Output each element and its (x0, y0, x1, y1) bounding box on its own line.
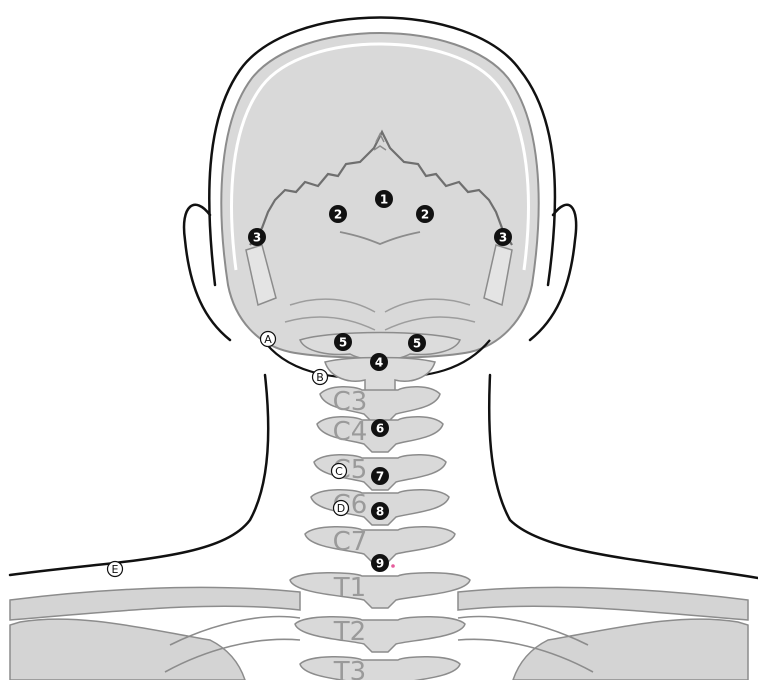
vertebra-label-c4: C4 (333, 417, 368, 447)
point-3-right-marker: 3 (494, 228, 512, 246)
point-2-right-marker: 2 (416, 205, 434, 223)
point-6-label: 6 (376, 422, 384, 436)
point-4-marker: 4 (370, 353, 388, 371)
point-a-marker: A (261, 332, 276, 347)
point-8-marker: 8 (371, 502, 389, 520)
point-b-marker: B (313, 370, 328, 385)
point-e-label: E (112, 563, 119, 576)
point-1-label: 1 (380, 193, 388, 207)
vertebra-t1 (290, 573, 470, 608)
point-3-left-label: 3 (253, 231, 261, 245)
vertebra-label-t3: T3 (333, 657, 366, 680)
point-b-label: B (316, 371, 324, 384)
point-3-right-label: 3 (499, 231, 507, 245)
point-c-marker: C (332, 464, 347, 479)
vertebra-label-t1: T1 (333, 573, 366, 603)
point-a-label: A (264, 333, 272, 346)
point-5-left-marker: 5 (334, 333, 352, 351)
point-3-left-marker: 3 (248, 228, 266, 246)
point-d-label: D (337, 502, 345, 515)
point-7-marker: 7 (371, 467, 389, 485)
right-clavicle (458, 587, 748, 620)
highlight-streak (392, 560, 440, 563)
point-d-marker: D (334, 501, 349, 516)
point-c-label: C (335, 465, 343, 478)
left-clavicle (10, 587, 300, 620)
point-6-marker: 6 (371, 419, 389, 437)
vertebra-t3 (300, 657, 460, 680)
point-5-left-label: 5 (339, 336, 347, 350)
point-9-label: 9 (376, 557, 384, 571)
point-e-marker: E (108, 562, 123, 577)
point-8-label: 8 (376, 505, 384, 519)
vertebra-label-c3: C3 (333, 387, 368, 417)
point-4-label: 4 (375, 356, 383, 370)
point-5-right-marker: 5 (408, 334, 426, 352)
pink-mark (391, 564, 395, 568)
vertebra-t2 (295, 617, 465, 652)
point-5-right-label: 5 (413, 337, 421, 351)
point-9-marker: 9 (371, 554, 389, 572)
point-2-left-marker: 2 (329, 205, 347, 223)
vertebra-label-t2: T2 (333, 617, 366, 647)
point-7-label: 7 (376, 470, 384, 484)
point-2-right-label: 2 (421, 208, 429, 222)
vertebra-label-c7: C7 (333, 527, 368, 557)
right-neck-shoulder-outline (489, 375, 758, 578)
left-neck-shoulder-outline (10, 375, 268, 575)
point-2-left-label: 2 (334, 208, 342, 222)
point-1-marker: 1 (375, 190, 393, 208)
